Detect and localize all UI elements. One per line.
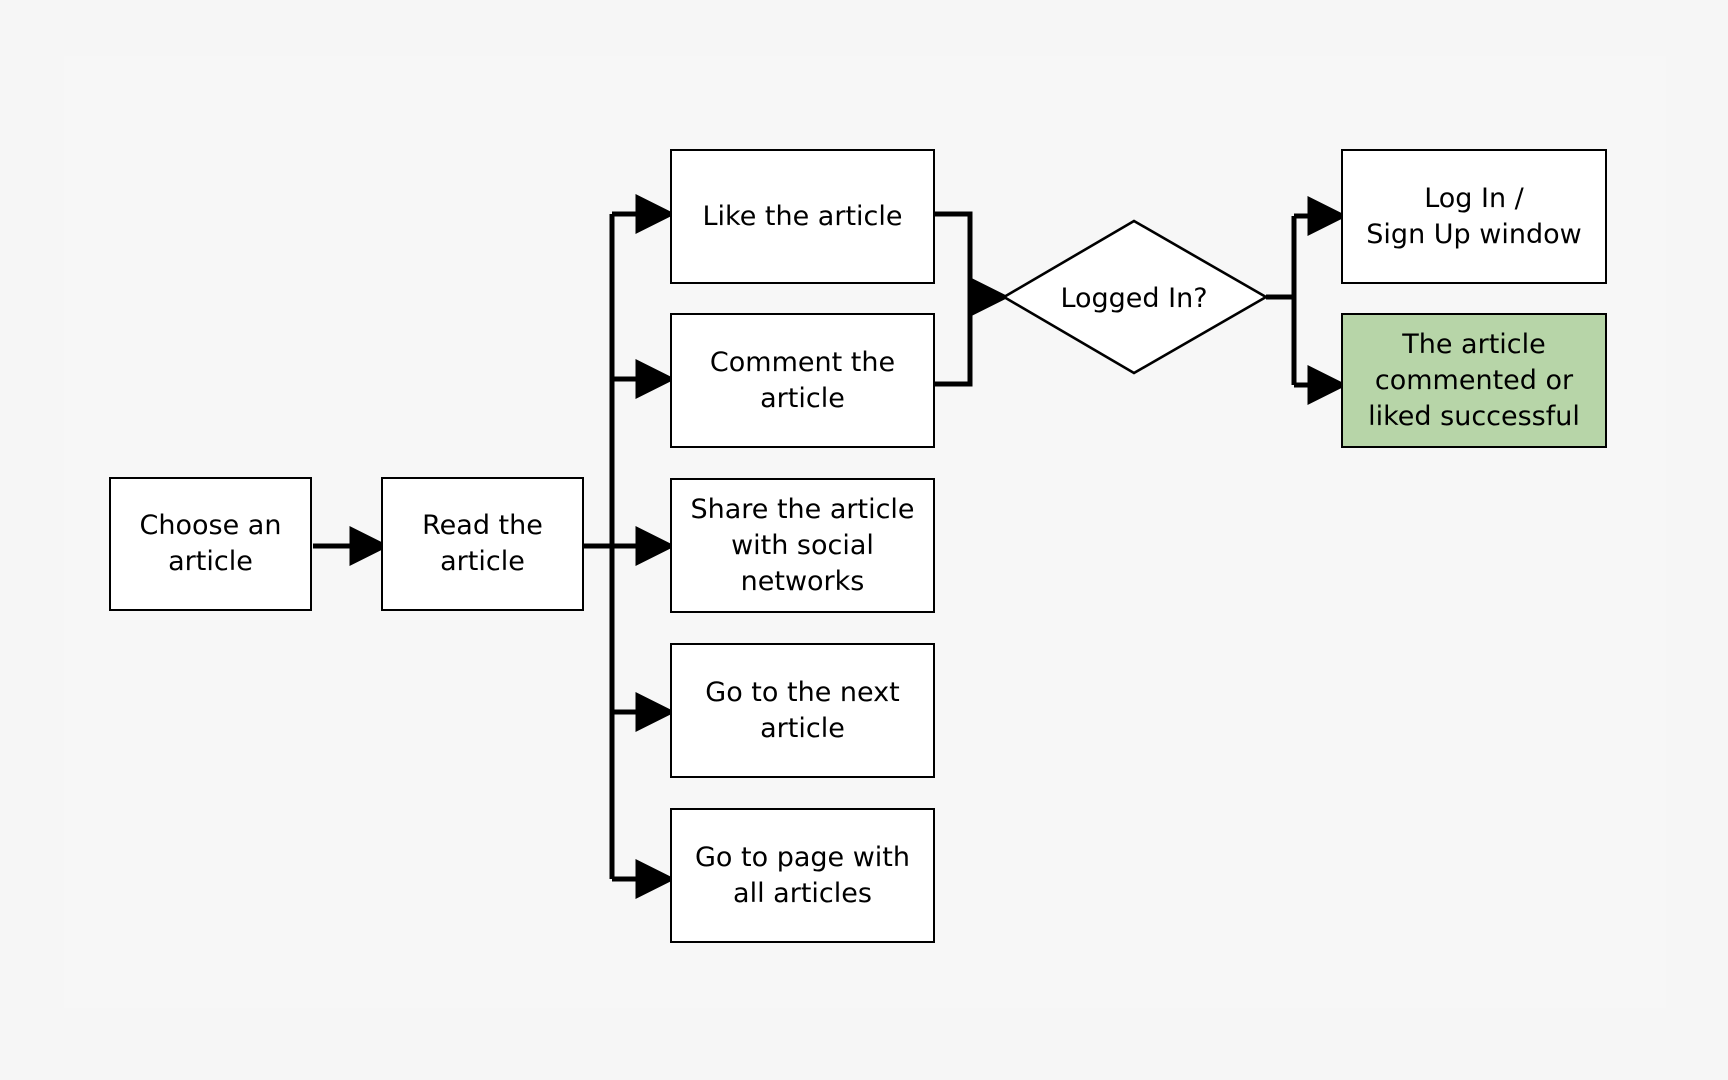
node-like-article-label: Like the article (702, 200, 903, 232)
connector-like-out (934, 211, 973, 387)
node-all-articles: Go to page with all articles (670, 808, 935, 943)
node-read-article-label: Read the article (422, 510, 543, 577)
node-like-article: Like the article (670, 149, 935, 284)
node-choose-article-label: Choose an article (139, 510, 282, 577)
node-all-articles-label: Go to page with all articles (694, 841, 910, 909)
decision-label: Logged In? (1060, 282, 1208, 314)
node-share-article: Share the article with social networks (670, 478, 935, 613)
node-next-article-label: Go to the next article (705, 676, 900, 744)
node-choose-article: Choose an article (109, 477, 312, 611)
node-comment-article: Comment the article (670, 313, 935, 448)
node-login-signup-label: Log In / Sign Up window (1366, 182, 1582, 250)
node-next-article: Go to the next article (670, 643, 935, 778)
node-comment-article-label: Comment the article (709, 346, 896, 414)
node-success-label: The article commented or liked successfu… (1368, 328, 1580, 432)
node-read-article: Read the article (381, 477, 584, 611)
node-login-signup: Log In / Sign Up window (1341, 149, 1607, 284)
node-success: The article commented or liked successfu… (1341, 313, 1607, 448)
node-share-article-label: Share the article with social networks (690, 493, 915, 597)
